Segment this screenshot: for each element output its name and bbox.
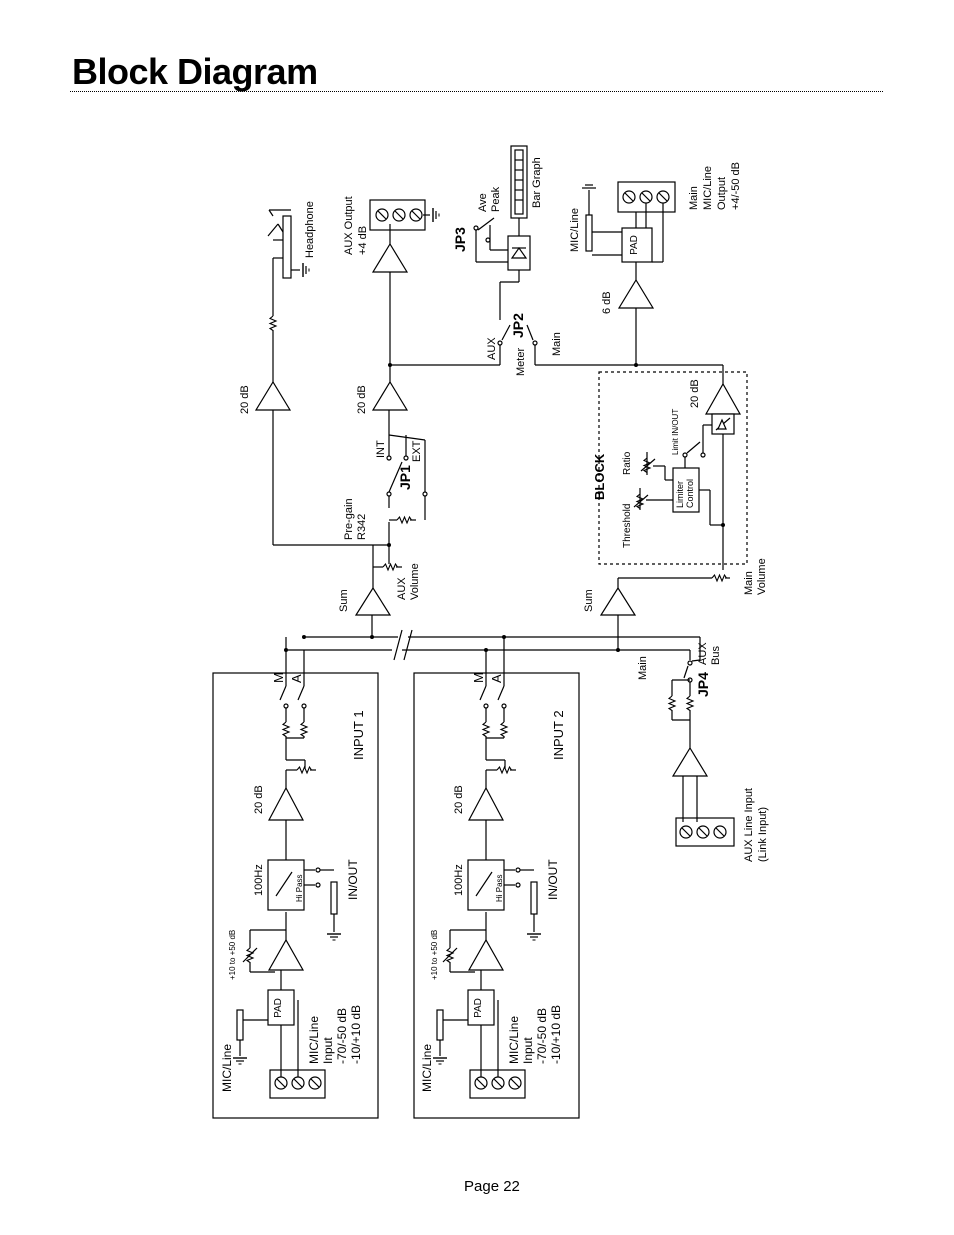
main-output-label: Main MIC/Line Output +4/-50 dB bbox=[688, 162, 742, 210]
main-output-line-4: +4/-50 dB bbox=[730, 162, 742, 210]
jp1-label: JP1 bbox=[397, 465, 413, 490]
hp-gain-label: 20 dB bbox=[239, 385, 251, 414]
aux-output-line-1: AUX Output bbox=[343, 196, 355, 255]
ch1-main-tap: M bbox=[271, 672, 286, 683]
ch1-input-label: MIC/Line Input -70/-50 dB -10/+10 dB bbox=[307, 1005, 363, 1064]
main-volume-line-1: Main bbox=[743, 571, 755, 595]
jp3-label: JP3 bbox=[452, 227, 468, 252]
junction-dots bbox=[284, 363, 725, 652]
title-rule bbox=[70, 91, 883, 92]
ch1-filter-switch: IN/OUT bbox=[346, 859, 360, 900]
ch1-input-line-1: MIC/Line bbox=[307, 1016, 321, 1064]
ch2-pad-label: PAD bbox=[473, 998, 484, 1018]
jp4-label: JP4 bbox=[695, 672, 711, 697]
block-label: BLOCK bbox=[592, 453, 607, 500]
jp1-ext-label: EXT bbox=[411, 440, 423, 462]
threshold-label: Threshold bbox=[622, 504, 633, 548]
aux-gain-label: 20 dB bbox=[356, 385, 368, 414]
pregain-line-2: R342 bbox=[356, 514, 368, 540]
ch2-input-line-2: Input bbox=[521, 1037, 535, 1064]
main-sum-label: Sum bbox=[583, 589, 595, 612]
ch1-filter-label: Hi Pass bbox=[295, 874, 304, 902]
ch1-pad-label: PAD bbox=[273, 998, 284, 1018]
aux-output-line-2: +4 dB bbox=[357, 226, 369, 255]
ch2-main-tap: M bbox=[471, 672, 486, 683]
page-title: Block Diagram bbox=[72, 51, 318, 92]
jp4-aux-bus-line-1: AUX bbox=[697, 642, 709, 665]
main-section: Sum Main Volume BLOCK Limiter Control Th… bbox=[569, 162, 768, 616]
ch2-input-line-3: -70/-50 dB bbox=[535, 1008, 549, 1064]
jp4-main-label: Main bbox=[637, 656, 649, 680]
input-1-box bbox=[212, 672, 379, 1119]
ch1-name: INPUT 1 bbox=[351, 710, 366, 760]
aux-line-input-label: AUX Line Input (Link Input) bbox=[743, 785, 769, 862]
out-gain-label: 6 dB bbox=[601, 291, 613, 314]
ch2-filter-switch: IN/OUT bbox=[546, 859, 560, 900]
main-output-line-1: Main bbox=[688, 186, 700, 210]
channel-2: PAD +10 to +50 dB Hi Pass 100Hz IN/OUT 2… bbox=[420, 637, 566, 1099]
main-pad-label: PAD bbox=[629, 235, 640, 255]
aux-section: Sum AUX Volume Pre-gain R342 bbox=[239, 193, 500, 616]
input-2-box bbox=[413, 672, 580, 1119]
jp4-aux-bus-line-2: Bus bbox=[710, 646, 722, 665]
ch2-input-line-4: -10/+10 dB bbox=[549, 1005, 563, 1064]
mix-buses bbox=[288, 615, 700, 661]
limiter-line-2: Control bbox=[685, 479, 695, 508]
jp2-aux-label: AUX bbox=[486, 337, 498, 360]
ch2-gain-range: +10 to +50 dB bbox=[430, 930, 439, 980]
aux-line-input-line-2: (Link Input) bbox=[757, 807, 769, 862]
jp2-meter-label: Meter bbox=[515, 348, 527, 376]
ch1-gain-range: +10 to +50 dB bbox=[228, 930, 237, 980]
ch1-filter-freq: 100Hz bbox=[253, 864, 265, 896]
main-volume-label: Main Volume bbox=[743, 558, 768, 595]
ch2-mic-line-label: MIC/Line bbox=[420, 1044, 434, 1092]
limiter-line-1: Limiter bbox=[675, 481, 685, 508]
jp3-peak-label: Peak bbox=[490, 186, 502, 212]
ratio-label: Ratio bbox=[622, 451, 633, 475]
aux-line-input-line-1: AUX Line Input bbox=[743, 788, 755, 862]
jp2-label: JP2 bbox=[510, 313, 526, 338]
aux-bus-link: JP4 Main AUX Bus AUX Line Input (Link In… bbox=[637, 637, 769, 862]
ch2-name: INPUT 2 bbox=[551, 710, 566, 760]
aux-volume-label: AUX Volume bbox=[396, 563, 421, 600]
jp3-ave-label: Ave bbox=[477, 193, 489, 212]
pregain-label: Pre-gain R342 bbox=[343, 495, 368, 540]
main-volume-line-2: Volume bbox=[756, 558, 768, 595]
channel-1: PAD +10 to +50 dB Hi Pass 100Hz IN/OUT 2… bbox=[220, 637, 366, 1099]
meter-section: JP2 AUX Meter Main JP3 Ave Peak Bar Grap… bbox=[452, 145, 636, 376]
main-output-line-3: Output bbox=[716, 177, 728, 210]
ch1-input-line-2: Input bbox=[321, 1037, 335, 1064]
ch2-filter-label: Hi Pass bbox=[495, 874, 504, 902]
ch1-input-line-3: -70/-50 dB bbox=[335, 1008, 349, 1064]
jp4-aux-bus-label: AUX Bus bbox=[697, 639, 722, 665]
ch1-aux-tap: A bbox=[289, 674, 304, 683]
page-number: Page 22 bbox=[464, 1178, 520, 1195]
ch2-filter-freq: 100Hz bbox=[453, 864, 465, 896]
ch2-input-label: MIC/Line Input -70/-50 dB -10/+10 dB bbox=[507, 1005, 563, 1064]
limit-switch-label: Limit IN/OUT bbox=[671, 409, 680, 455]
main-mic-line-label: MIC/Line bbox=[569, 208, 581, 252]
jp2-main-label: Main bbox=[551, 332, 563, 356]
main-output-line-2: MIC/Line bbox=[702, 166, 714, 210]
jp1-int-label: INT bbox=[375, 440, 387, 458]
main-gain-label: 20 dB bbox=[689, 379, 701, 408]
headphone-label: Headphone bbox=[304, 201, 316, 258]
bar-graph-label: Bar Graph bbox=[531, 157, 543, 208]
limiter-label: Limiter Control bbox=[675, 478, 695, 508]
pregain-line-1: Pre-gain bbox=[343, 498, 355, 540]
ch2-aux-tap: A bbox=[489, 674, 504, 683]
ch1-input-line-4: -10/+10 dB bbox=[349, 1005, 363, 1064]
aux-output-label: AUX Output +4 dB bbox=[343, 193, 369, 255]
aux-volume-line-2: Volume bbox=[409, 563, 421, 600]
ch2-input-line-1: MIC/Line bbox=[507, 1016, 521, 1064]
ch1-gain-stage: 20 dB bbox=[253, 785, 265, 814]
aux-volume-line-1: AUX bbox=[396, 577, 408, 600]
aux-sum-label: Sum bbox=[338, 589, 350, 612]
ch2-gain-stage: 20 dB bbox=[453, 785, 465, 814]
ch1-mic-line-label: MIC/Line bbox=[220, 1044, 234, 1092]
